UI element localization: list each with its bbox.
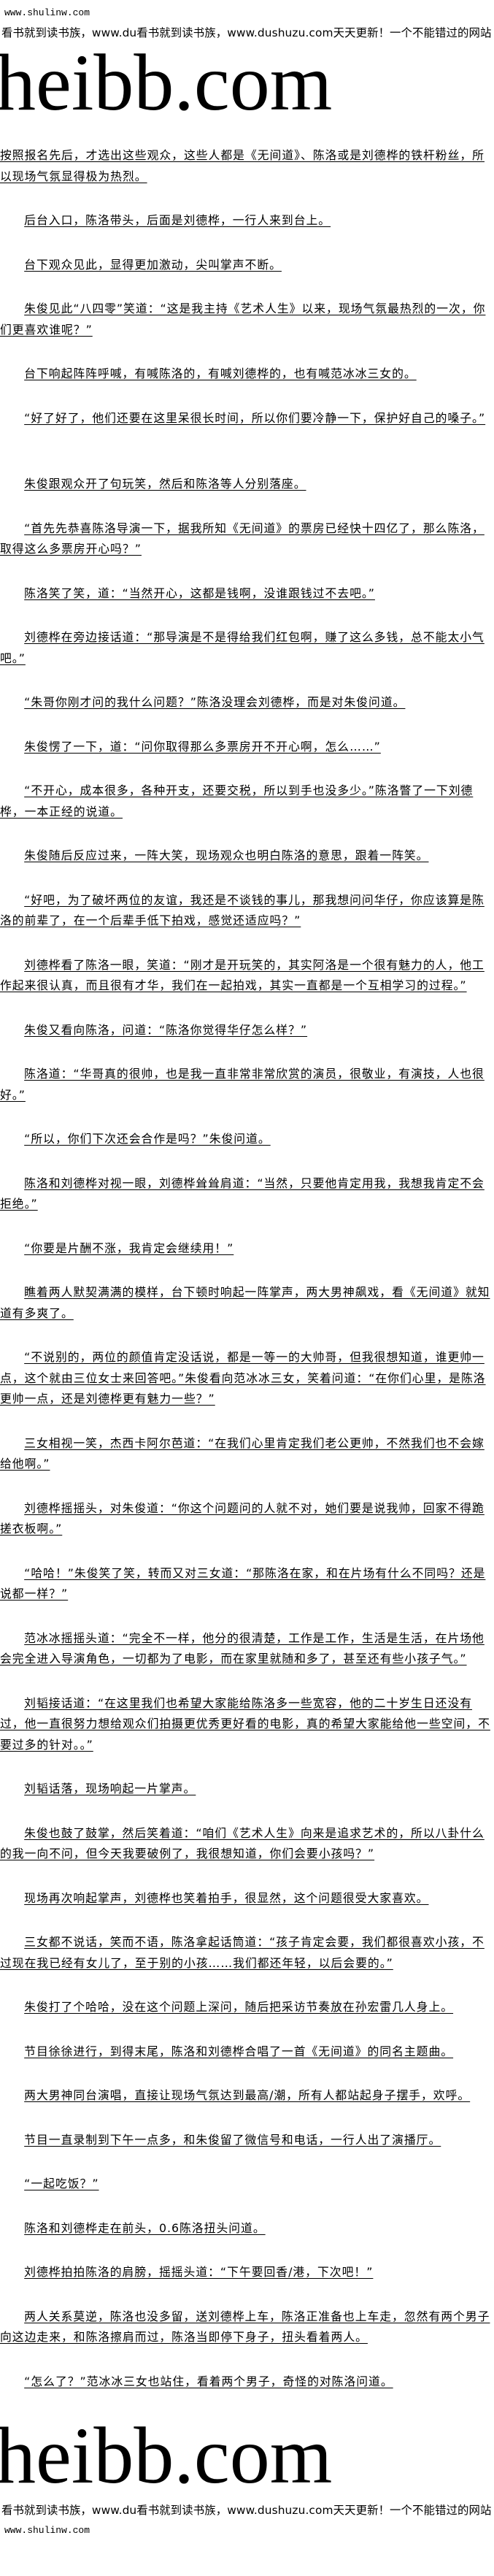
paragraph: “你要是片酬不涨，我肯定会继续用！”: [24, 1241, 234, 1255]
paragraph: 陈洛和刘德桦走在前头，0.6陈洛扭头问道。: [24, 2220, 266, 2235]
header-site-url[interactable]: www.shulinw.com: [4, 7, 90, 18]
paragraph: “怎么了？”范冰冰三女也站住，看着两个男子，奇怪的对陈洛问道。: [24, 2374, 393, 2388]
chapter-body: 按照报名先后，才选出这些观众，这些人都是《无间道》、陈洛或是刘德桦的铁杆粉丝，所…: [0, 145, 494, 2392]
paragraph: 范冰冰摇摇头道：“完全不一样，他分的很清楚，工作是工作，生活是生活，在片场他会完…: [0, 1630, 485, 1666]
paragraph: 刘德桦摇摇头，对朱俊道：“你这个问题问的人就不对，她们要是说我帅，回家不得跪搓衣…: [0, 1500, 485, 1536]
paragraph: 陈洛和刘德桦对视一眼，刘德桦耸耸肩道：“当然，只要他肯定用我，我想我肯定不会拒绝…: [0, 1176, 485, 1211]
header-watermark-logo: heibb.com: [0, 42, 333, 123]
paragraph: 刘德桦拍拍陈洛的肩膀，摇摇头道：“下午要回香/港，下次吧！”: [24, 2265, 374, 2279]
paragraph: 朱俊打了个哈哈，没在这个问题上深问，随后把采访节奏放在孙宏雷几人身上。: [24, 2000, 454, 2014]
paragraph: 节目一直录制到下午一点多，和朱俊留了微信号和电话，一行人出了演播厅。: [24, 2132, 441, 2147]
paragraph: 刘德桦在旁边接话道：“那导演是不是得给我们红包啊，赚了这么多钱，总不能太小气吧。…: [0, 630, 485, 665]
paragraph: “首先先恭喜陈洛导演一下，据我所知《无间道》的票房已经快十四亿了，那么陈洛，取得…: [0, 521, 485, 556]
paragraph: 台下响起阵阵呼喊，有喊陈洛的，有喊刘德桦的，也有喊范冰冰三女的。: [24, 367, 417, 380]
paragraph: 朱俊随后反应过来，一阵大笑，现场观众也明白陈洛的意思，跟着一阵笑。: [24, 848, 429, 862]
paragraph: “不开心，成本很多，各种开支，还要交税，所以到手也没多少。”陈洛瞥了一下刘德桦，…: [0, 783, 474, 819]
paragraph: “好了好了，他们还要在这里呆很长时间，所以你们要冷静一下，保护好自己的嗓子。”: [24, 410, 486, 425]
paragraph: 现场再次响起掌声，刘德桦也笑着拍手，很显然，这个问题很受大家喜欢。: [24, 1890, 429, 1905]
footer-site-url[interactable]: www.shulinw.com: [4, 2525, 90, 2536]
paragraph: 朱俊又看向陈洛，问道：“陈洛你觉得华仔怎么样？”: [24, 1022, 308, 1037]
paragraph: 陈洛笑了笑，道：“当然开心，这都是钱啊，没谁跟钱过不去吧。”: [24, 586, 375, 600]
paragraph: 朱俊见此“八四零”笑道：“这是我主持《艺术人生》以来，现场气氛最热烈的一次，你们…: [0, 302, 486, 337]
header-promo-text: 看书就到读书族，www.du看书就到读书族，www.dushuzu.com天天更…: [1, 26, 492, 39]
paragraph: 三女相视一笑，杰西卡阿尔芭道：“在我们心里肯定我们老公更帅，不然我们也不会嫁给他…: [0, 1435, 485, 1471]
paragraph: “哈哈！”朱俊笑了笑，转而又对三女道：“那陈洛在家，和在片场有什么不同吗？还是说…: [0, 1565, 486, 1601]
paragraph: 朱俊跟观众开了句玩笑，然后和陈洛等人分别落座。: [24, 477, 306, 491]
paragraph: 瞧着两人默契满满的模样，台下顿时响起一阵掌声，两大男神飙戏，看《无间道》就知道有…: [0, 1285, 490, 1320]
paragraph: 朱俊愣了一下，道：“问你取得那么多票房开不开心啊，怎么……”: [24, 739, 381, 754]
footer-watermark-logo: heibb.com: [0, 2415, 333, 2496]
paragraph: 台下观众见此，显得更加激动，尖叫掌声不断。: [24, 257, 282, 272]
paragraph: 按照报名先后，才选出这些观众，这些人都是《无间道》、陈洛或是刘德桦的铁杆粉丝，所…: [0, 148, 485, 183]
paragraph: “一起吃饭？”: [24, 2177, 99, 2190]
paragraph: “所以，你们下次还会合作是吗？”朱俊问道。: [24, 1132, 271, 1146]
paragraph: 两人关系莫逆，陈洛也没多留，送刘德桦上车，陈洛正准备也上车走，忽然有两个男子向这…: [0, 2309, 490, 2345]
paragraph: 朱俊也鼓了鼓掌，然后笑着道：“咱们《艺术人生》向来是追求艺术的，所以八卦什么的我…: [0, 1825, 485, 1861]
paragraph: “好吧，为了破坏两位的友谊，我还是不谈钱的事儿，那我想问问华仔，你应该算是陈洛的…: [0, 892, 485, 928]
paragraph: 陈洛道：“华哥真的很帅，也是我一直非常非常欣赏的演员，很敬业，有演技，人也很好。…: [0, 1067, 485, 1102]
paragraph: 后台入口，陈洛带头，后面是刘德桦，一行人来到台上。: [24, 213, 331, 227]
paragraph: 节目徐徐进行，到得末尾，陈洛和刘德桦合唱了一首《无间道》的同名主题曲。: [24, 2044, 454, 2058]
paragraph: 刘韬接话道：“在这里我们也希望大家能给陈洛多一些宽容，他的二十岁生日还没有过，他…: [0, 1695, 490, 1752]
paragraph: 刘德桦看了陈洛一眼，笑道：“刚才是开玩笑的，其实阿洛是一个很有魅力的人，他工作起…: [0, 957, 485, 993]
paragraph: 刘韬话落，现场响起一片掌声。: [24, 1782, 196, 1795]
paragraph: 三女都不说话，笑而不语，陈洛拿起话筒道：“孩子肯定会要，我们都很喜欢小孩，不过现…: [0, 1935, 485, 1970]
paragraph: “不说别的，两位的颜值肯定没话说，都是一等一的大帅哥，但我很想知道，谁更帅一点，…: [0, 1350, 486, 1406]
footer-promo-text: 看书就到读书族，www.du看书就到读书族，www.dushuzu.com天天更…: [1, 2504, 492, 2517]
paragraph: 两大男神同台演唱，直接让现场气氛达到最高/潮，所有人都站起身子摆手，欢呼。: [24, 2088, 471, 2102]
paragraph: “朱哥你刚才问的我什么问题？”陈洛没理会刘德桦，而是对朱俊问道。: [24, 695, 406, 709]
